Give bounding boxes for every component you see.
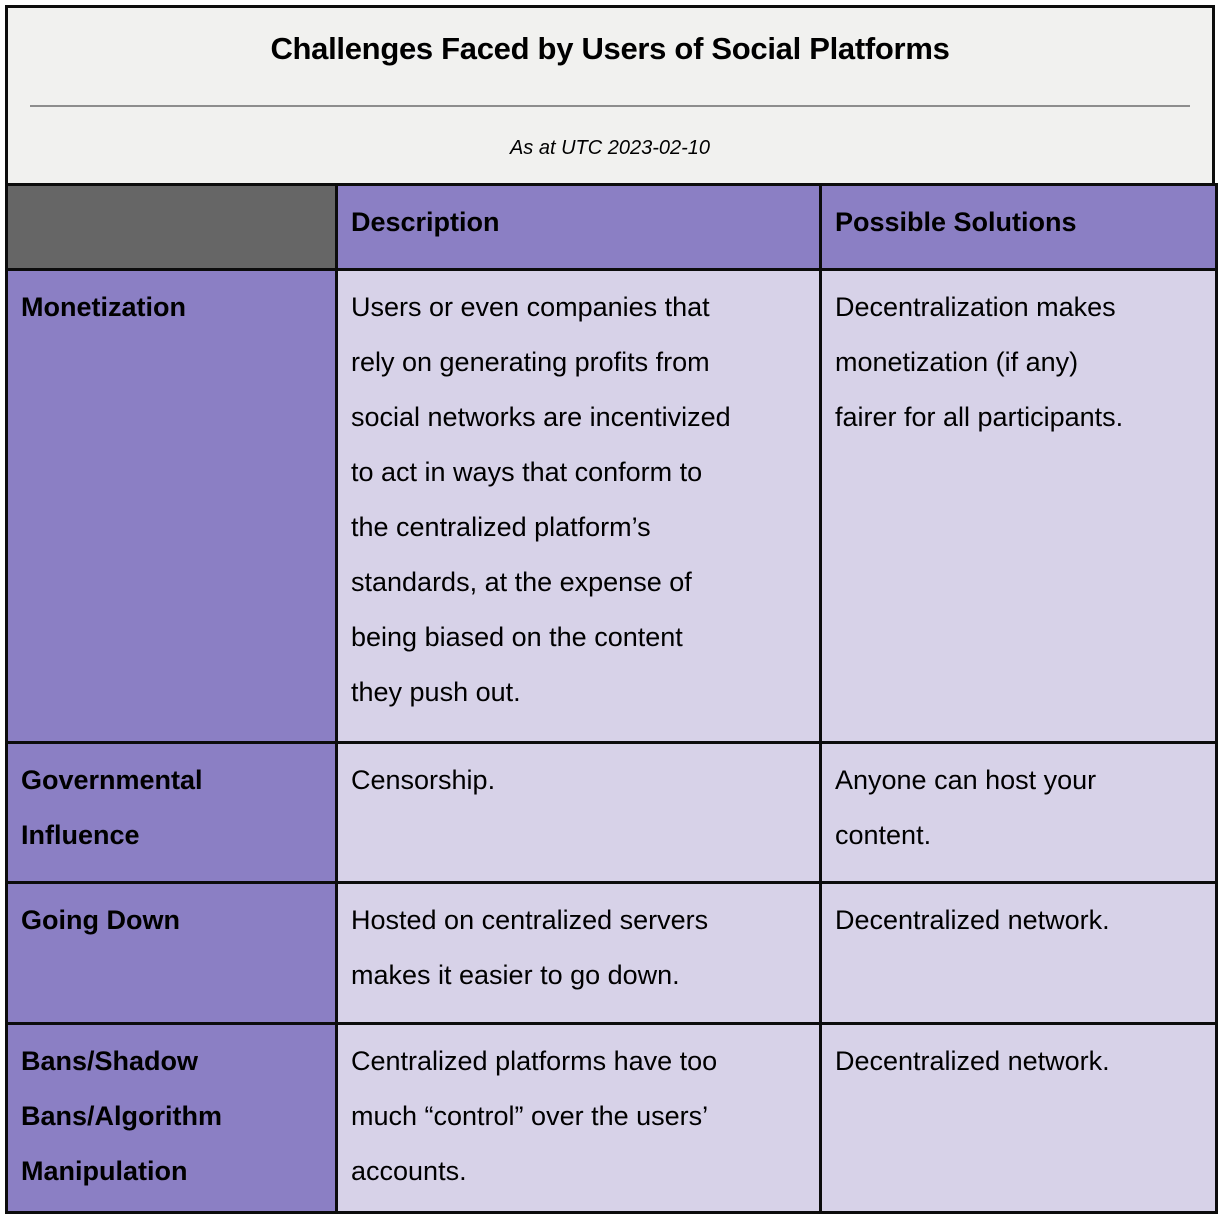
table-row-monetization: Monetization Users or even companies tha… bbox=[5, 268, 1218, 744]
challenges-table: Description Possible Solutions Monetizat… bbox=[5, 183, 1218, 1214]
corner-cell bbox=[5, 183, 338, 271]
row-label-going-down: Going Down bbox=[5, 881, 338, 1025]
table-row-bans: Bans/Shadow Bans/Algorithm Manipulation … bbox=[5, 1022, 1218, 1214]
table-sheet: Challenges Faced by Users of Social Plat… bbox=[5, 5, 1218, 1214]
page-title: Challenges Faced by Users of Social Plat… bbox=[270, 31, 950, 66]
description-cell-going-down: Hosted on centralized servers makes it e… bbox=[335, 881, 822, 1025]
row-label-bans: Bans/Shadow Bans/Algorithm Manipulation bbox=[5, 1022, 338, 1214]
column-header-description: Description bbox=[335, 183, 822, 271]
solution-cell-going-down: Decentralized network. bbox=[819, 881, 1218, 1025]
table-row-going-down: Going Down Hosted on centralized servers… bbox=[5, 881, 1218, 1025]
table-row-governmental-influence: Governmental Influence Censorship. Anyon… bbox=[5, 741, 1218, 884]
title-section: Challenges Faced by Users of Social Plat… bbox=[5, 5, 1215, 183]
solution-cell-bans: Decentralized network. bbox=[819, 1022, 1218, 1214]
title-divider bbox=[30, 105, 1190, 107]
timestamp-subtitle: As at UTC 2023-02-10 bbox=[509, 137, 711, 159]
description-cell-governmental-influence: Censorship. bbox=[335, 741, 822, 884]
row-label-monetization: Monetization bbox=[5, 268, 338, 744]
description-cell-bans: Centralized platforms have too much “con… bbox=[335, 1022, 822, 1214]
description-cell-monetization: Users or even companies that rely on gen… bbox=[335, 268, 822, 744]
solution-cell-governmental-influence: Anyone can host your content. bbox=[819, 741, 1218, 884]
row-label-governmental-influence: Governmental Influence bbox=[5, 741, 338, 884]
table-header-row: Description Possible Solutions bbox=[5, 183, 1218, 271]
solution-cell-monetization: Decentralization makes monetization (if … bbox=[819, 268, 1218, 744]
column-header-possible-solutions: Possible Solutions bbox=[819, 183, 1218, 271]
